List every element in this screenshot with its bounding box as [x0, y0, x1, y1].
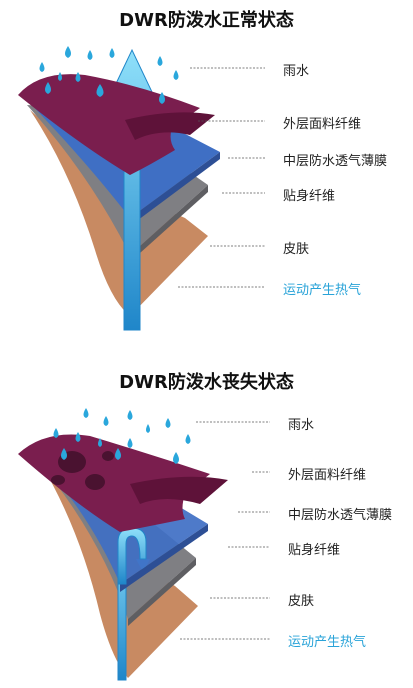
panel-dwr-normal: DWR防泼水正常状态 雨水 外层面料纤维 中层防水透气薄膜 贴身纤维 皮肤 运动…: [18, 10, 388, 331]
label-outer-fabric: 外层面料纤维: [283, 117, 362, 132]
label-rain: 雨水: [283, 64, 310, 79]
label-base-layer: 贴身纤维: [288, 543, 341, 558]
leader-lines: [178, 67, 265, 288]
label-membrane: 中层防水透气薄膜: [283, 154, 388, 169]
leader-lines: [180, 421, 270, 640]
outer-fabric-curl: [130, 476, 228, 504]
layer-diagram-normal: [18, 46, 265, 331]
label-rain: 雨水: [288, 418, 315, 433]
rain-drops: [53, 408, 191, 464]
label-body-heat: 运动产生热气: [283, 283, 362, 298]
rain-drops: [39, 46, 179, 104]
panel-title: DWR防泼水正常状态: [119, 10, 294, 31]
layer-diagram-failed: [18, 408, 270, 681]
panel-dwr-failed: DWR防泼水丧失状态 雨水 外层面料纤维 中层防水透气薄膜 贴身纤维 皮肤 运动…: [0, 344, 413, 688]
label-membrane: 中层防水透气薄膜: [288, 508, 393, 523]
label-skin: 皮肤: [283, 242, 310, 257]
outer-fabric-curl: [125, 112, 215, 140]
label-body-heat: 运动产生热气: [288, 635, 367, 650]
panel-title: DWR防泼水丧失状态: [119, 372, 294, 393]
label-base-layer: 贴身纤维: [283, 189, 336, 204]
outer-fabric-layer: [18, 74, 200, 175]
label-outer-fabric: 外层面料纤维: [288, 468, 367, 483]
label-skin: 皮肤: [288, 594, 315, 609]
